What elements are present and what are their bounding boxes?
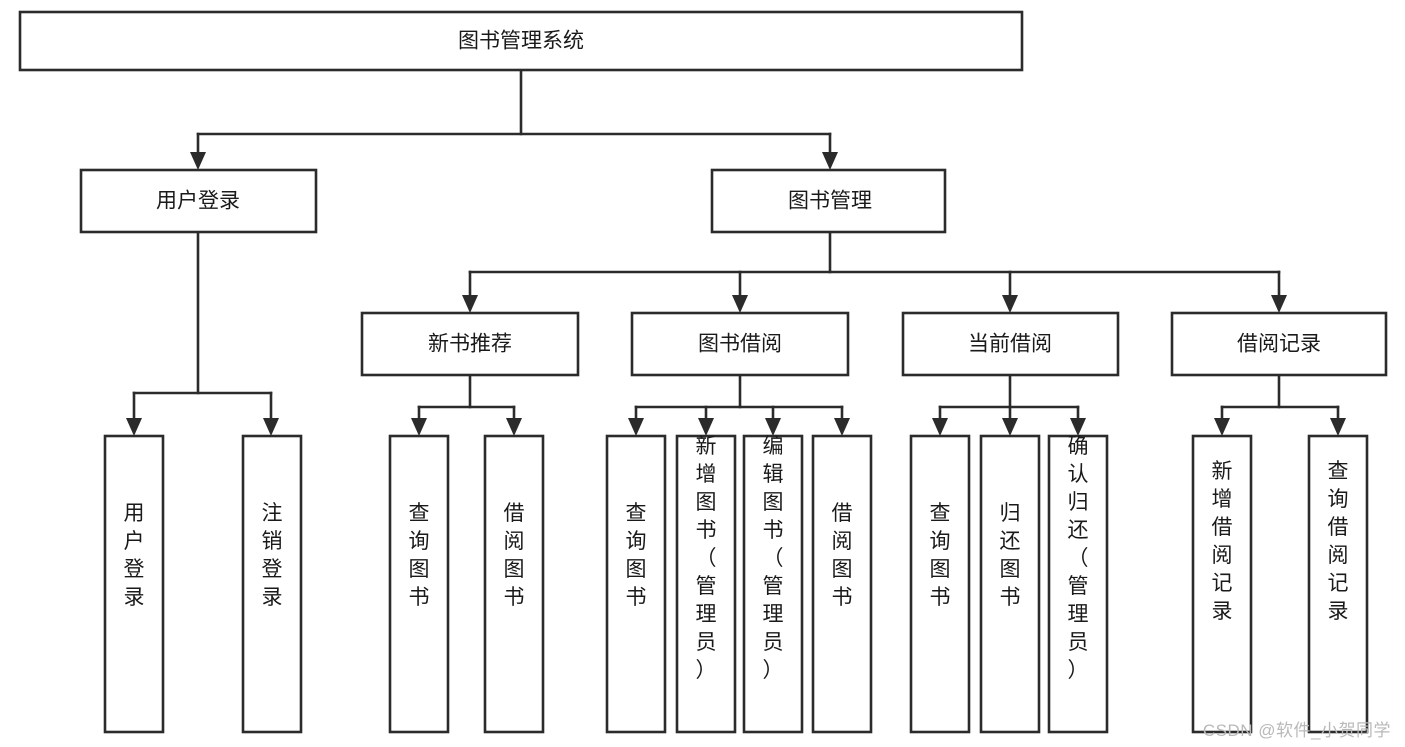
leaf-new-book-2-label: 借阅图书 (504, 502, 525, 609)
leaf-new-book-1[interactable]: 查询图书 (388, 434, 450, 734)
node-root-label: 图书管理系统 (458, 30, 584, 53)
node-new-book-recommend-label: 新书推荐 (428, 333, 512, 356)
leaf-new-book-1-label: 查询图书 (409, 502, 430, 609)
node-book-manage[interactable]: 图书管理 (710, 168, 947, 234)
leaf-book-borrow-1[interactable]: 查询图书 (605, 434, 667, 734)
leaf-borrow-record-1[interactable]: 新增借阅记录 (1191, 434, 1253, 734)
leaf-current-borrow-3[interactable]: 确认归还（管理员） (1047, 434, 1109, 734)
leaf-current-borrow-2[interactable]: 归还图书 (979, 434, 1041, 734)
leaf-current-borrow-3-label: 确认归还（管理员） (1068, 435, 1089, 682)
connector-root-to-level1 (190, 68, 838, 170)
leaf-user-login-2-label: 注销登录 (262, 502, 283, 609)
connector-bookborrow-to-leaves (628, 373, 850, 436)
node-borrow-record[interactable]: 借阅记录 (1170, 311, 1388, 377)
leaf-book-borrow-4-label: 借阅图书 (832, 502, 853, 609)
node-new-book-recommend[interactable]: 新书推荐 (360, 311, 580, 377)
connector-currentborrow-to-leaves (932, 373, 1086, 436)
leaf-book-borrow-3[interactable]: 编辑图书（管理员） (742, 434, 804, 734)
leaf-user-login-2[interactable]: 注销登录 (241, 434, 303, 734)
leaf-new-book-2[interactable]: 借阅图书 (483, 434, 545, 734)
node-user-login-label: 用户登录 (156, 190, 240, 213)
leaf-book-borrow-3-label: 编辑图书（管理员） (763, 435, 784, 682)
leaf-book-borrow-2-label: 新增图书（管理员） (696, 435, 717, 682)
node-book-borrow[interactable]: 图书借阅 (630, 311, 850, 377)
leaf-current-borrow-1-label: 查询图书 (930, 502, 951, 609)
leaf-current-borrow-1[interactable]: 查询图书 (909, 434, 971, 734)
connector-borrowrecord-to-leaves (1214, 373, 1346, 436)
leaf-user-login-1[interactable]: 用户登录 (103, 434, 165, 734)
node-user-login[interactable]: 用户登录 (79, 168, 318, 234)
leaf-borrow-record-2-label: 查询借阅记录 (1328, 460, 1349, 623)
connector-newbook-to-leaves (411, 373, 522, 436)
leaf-book-borrow-1-label: 查询图书 (626, 502, 647, 609)
leaf-user-login-1-label: 用户登录 (124, 502, 145, 609)
leaf-book-borrow-4[interactable]: 借阅图书 (811, 434, 873, 734)
connector-bookmanage-to-level2 (462, 230, 1287, 313)
leaf-book-borrow-2[interactable]: 新增图书（管理员） (675, 434, 737, 734)
leaf-borrow-record-1-label: 新增借阅记录 (1212, 460, 1233, 623)
connector-userlogin-to-leaves (126, 230, 279, 436)
leaf-current-borrow-2-label: 归还图书 (1000, 502, 1021, 609)
node-book-borrow-label: 图书借阅 (698, 333, 782, 356)
leaf-borrow-record-2[interactable]: 查询借阅记录 (1307, 434, 1369, 734)
node-current-borrow[interactable]: 当前借阅 (901, 311, 1120, 377)
node-root[interactable]: 图书管理系统 (18, 10, 1024, 72)
node-borrow-record-label: 借阅记录 (1237, 333, 1321, 356)
node-current-borrow-label: 当前借阅 (968, 333, 1052, 356)
node-book-manage-label: 图书管理 (788, 190, 872, 213)
